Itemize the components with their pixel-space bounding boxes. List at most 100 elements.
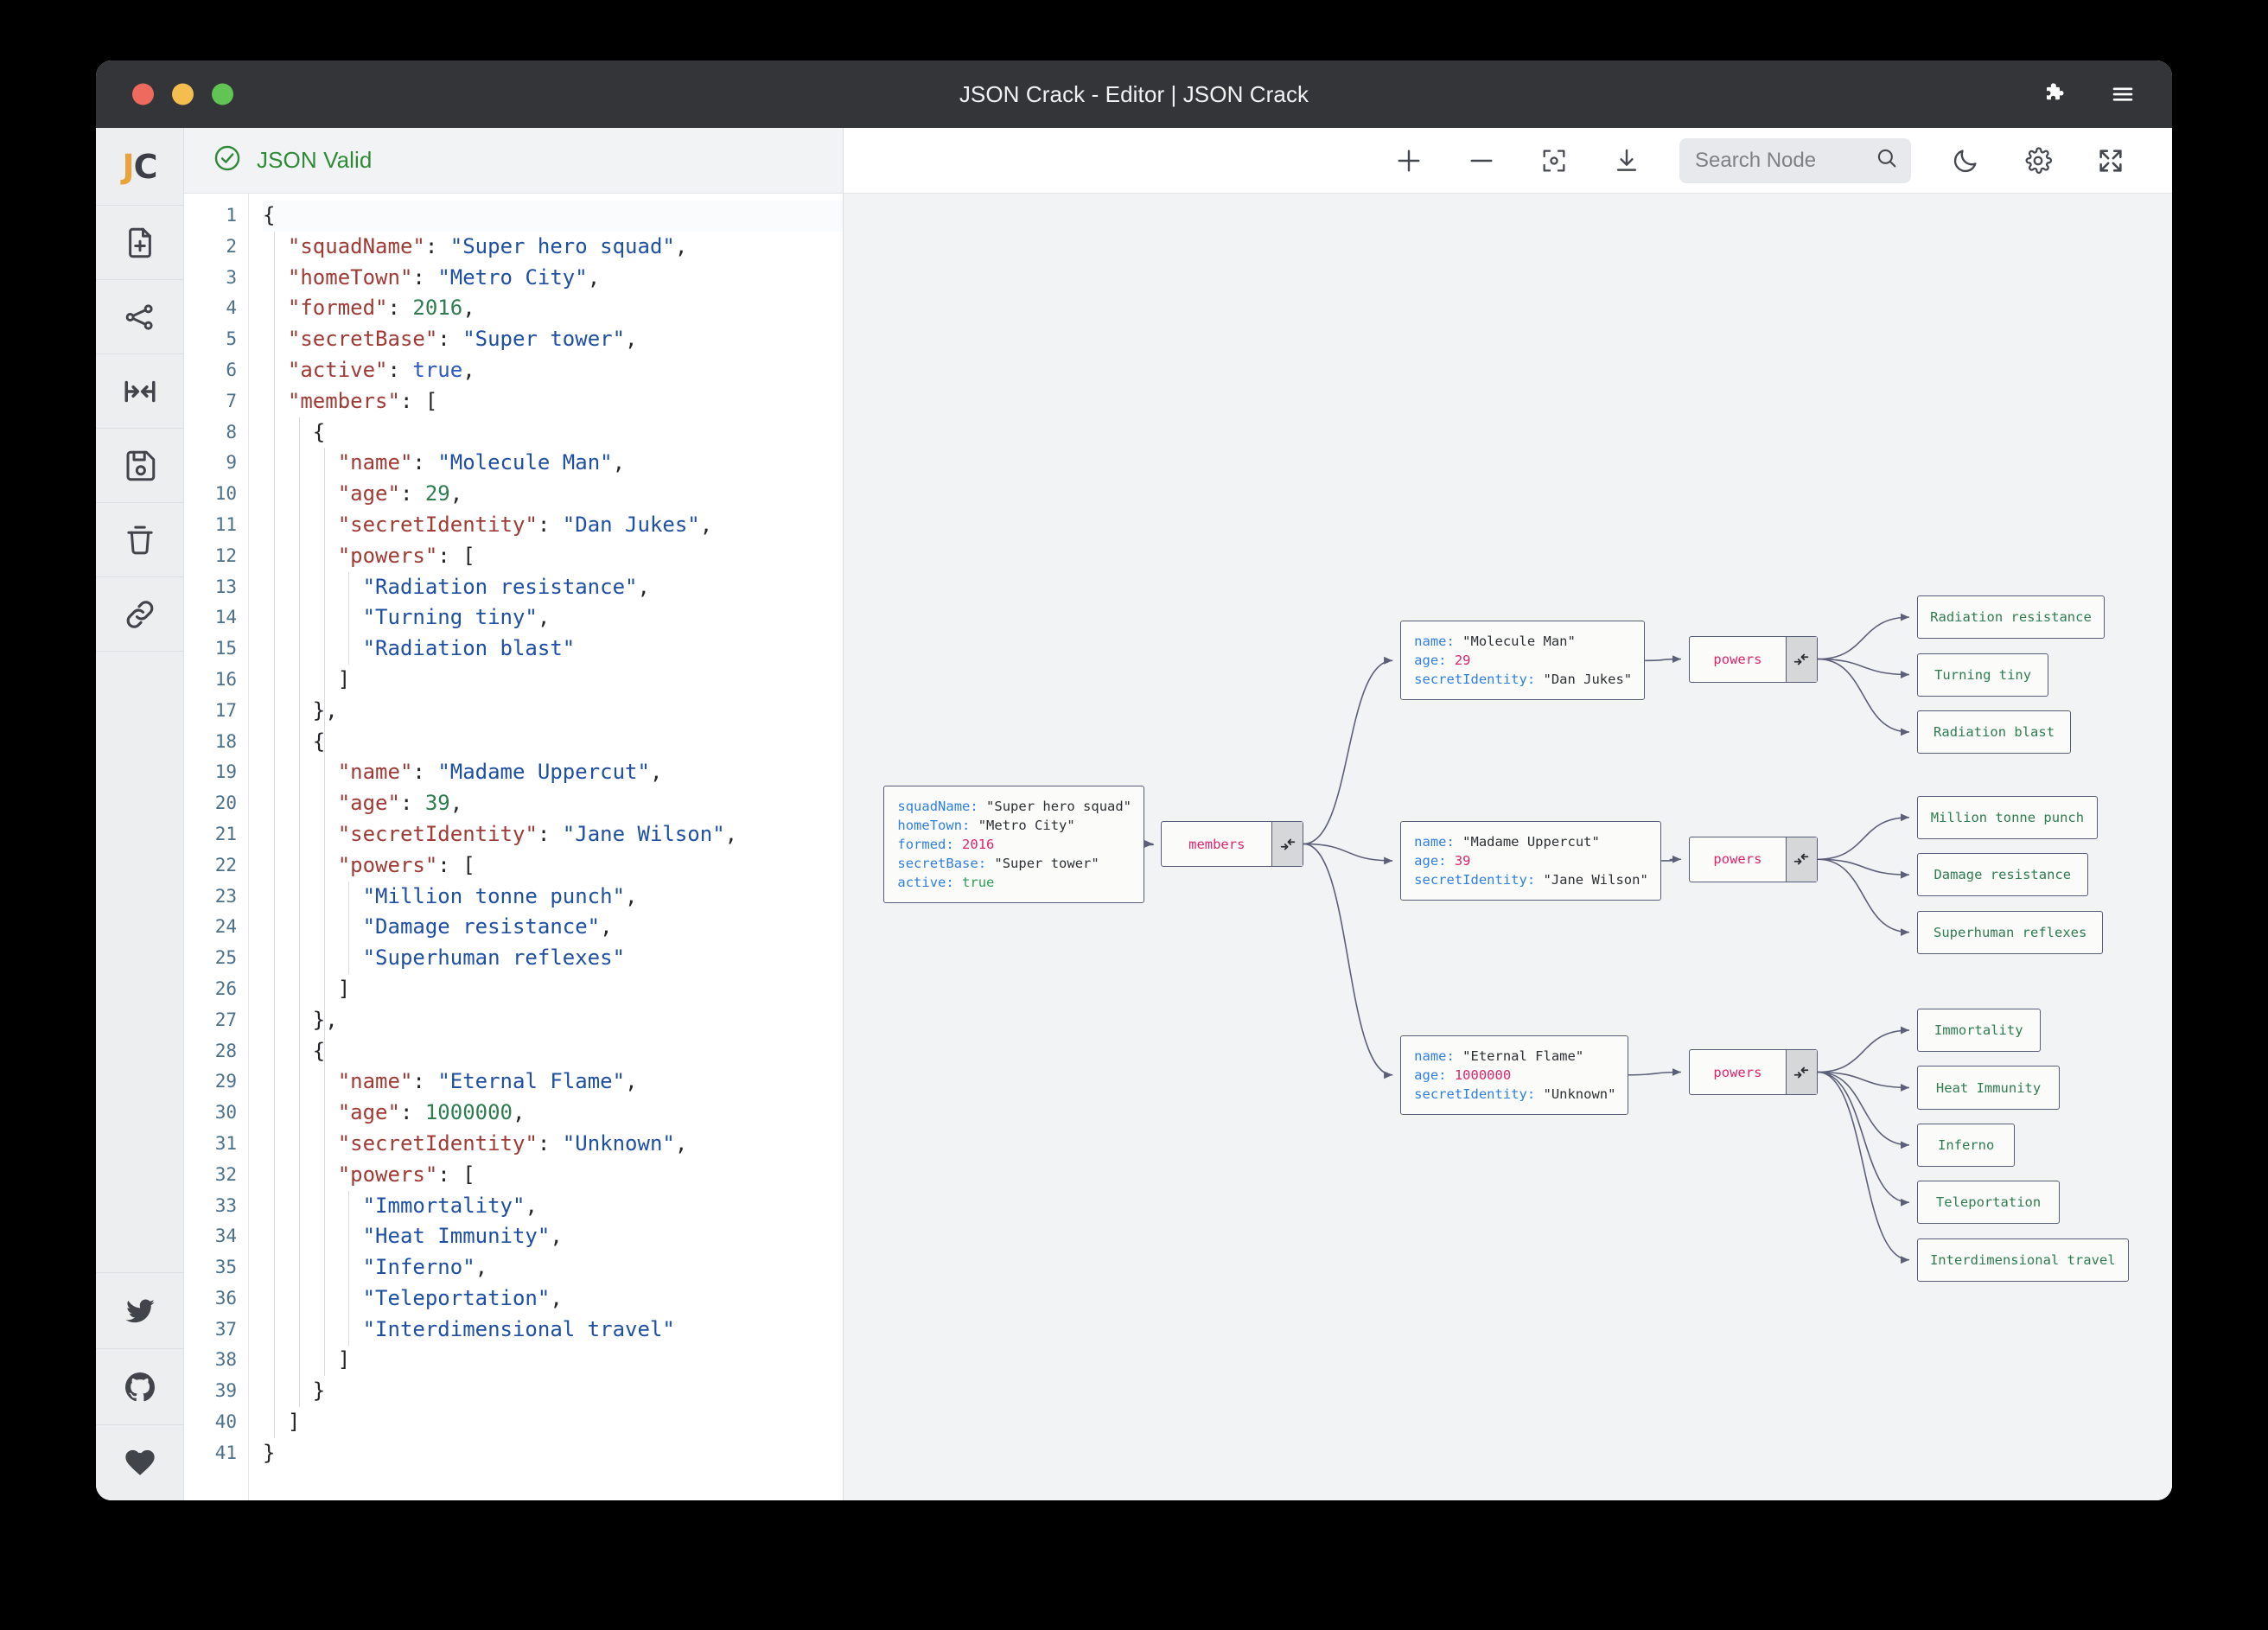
code-line: ] <box>263 1347 351 1372</box>
code-line: "Inferno", <box>362 1255 488 1280</box>
graph-leaf-node[interactable]: Million tonne punch <box>1916 795 2098 839</box>
traffic-lights <box>132 83 233 105</box>
graph-node-value: "Dan Jukes" <box>1543 672 1633 688</box>
graph-leaf-node[interactable]: Damage resistance <box>1916 853 2088 897</box>
search-input[interactable] <box>1695 148 1866 173</box>
graph-leaf-node[interactable]: Immortality <box>1916 1009 2041 1053</box>
code-line: "powers": [ <box>337 1162 475 1187</box>
graph-leaf-node[interactable]: Superhuman reflexes <box>1916 910 2104 954</box>
search-icon[interactable] <box>1875 146 1899 175</box>
collapse-node-icon[interactable] <box>1271 821 1303 867</box>
graph-node-key: age: <box>1414 852 1455 869</box>
github-icon[interactable] <box>96 1348 183 1424</box>
hamburger-menu-icon[interactable] <box>2110 81 2136 107</box>
graph-leaf-label: Teleportation <box>1935 1194 2042 1211</box>
line-number: 17 <box>214 699 237 721</box>
indent-guide <box>323 448 325 1377</box>
line-number: 25 <box>214 947 237 969</box>
line-number: 28 <box>214 1040 237 1061</box>
close-window-button[interactable] <box>132 83 154 105</box>
logo-letter-c: C <box>133 147 158 186</box>
graph-leaf-label: Radiation blast <box>1934 724 2055 741</box>
graph-leaf-label: Inferno <box>1937 1137 1995 1153</box>
graph-canvas[interactable]: squadName: "Super hero squad"homeTown: "… <box>844 194 2172 1500</box>
line-number: 5 <box>226 328 237 350</box>
graph-leaf-node[interactable]: Teleportation <box>1916 1181 2061 1225</box>
graph-parent-node[interactable]: powers <box>1688 636 1818 683</box>
graph-node-row: secretIdentity: "Jane Wilson" <box>1414 870 1648 889</box>
graph-node-key: squadName: <box>897 799 987 815</box>
center-view-icon[interactable] <box>1534 141 1574 181</box>
minimize-window-button[interactable] <box>172 83 194 105</box>
graph-node-value: 39 <box>1454 852 1471 869</box>
graph-node-row: age: 29 <box>1414 651 1632 670</box>
graph-leaf-node[interactable]: Heat Immunity <box>1916 1066 2061 1110</box>
link-icon[interactable] <box>96 577 183 652</box>
zoom-in-icon[interactable] <box>1389 141 1429 181</box>
code-line: { <box>263 201 843 232</box>
rail-spacer <box>96 652 183 1272</box>
share-graph-icon[interactable] <box>96 280 183 354</box>
graph-parent-node[interactable]: powers <box>1688 836 1818 883</box>
graph-parent-node[interactable]: members <box>1161 820 1304 868</box>
graph-node-value: "Unknown" <box>1543 1086 1616 1102</box>
graph-parent-node[interactable]: powers <box>1688 1049 1818 1096</box>
graph-node-key: name: <box>1414 833 1463 850</box>
line-number: 1 <box>226 205 237 226</box>
graph-leaf-node[interactable]: Radiation blast <box>1916 710 2072 755</box>
line-number: 40 <box>214 1411 237 1433</box>
maximize-window-button[interactable] <box>212 83 233 105</box>
collapse-node-icon[interactable] <box>1785 637 1817 682</box>
new-file-icon[interactable] <box>96 206 183 280</box>
graph-edge <box>1817 658 1909 679</box>
graph-leaf-label: Radiation resistance <box>1930 609 2092 626</box>
line-number: 29 <box>214 1071 237 1092</box>
code-line: "formed": 2016, <box>287 296 475 321</box>
code-line: "powers": [ <box>337 852 475 877</box>
zoom-out-icon[interactable] <box>1462 141 1501 181</box>
line-number: 8 <box>226 421 237 443</box>
code-line: { <box>263 1038 326 1063</box>
graph-parent-label: powers <box>1713 1064 1762 1080</box>
graph-object-node[interactable]: squadName: "Super hero squad"homeTown: "… <box>883 786 1145 904</box>
code-line: "Heat Immunity", <box>362 1224 563 1249</box>
graph-node-row: name: "Molecule Man" <box>1414 632 1632 651</box>
search-node-box[interactable] <box>1679 137 1911 183</box>
gear-icon[interactable] <box>2018 141 2058 181</box>
code-line: "name": "Madame Uppercut", <box>337 760 663 785</box>
code-content[interactable]: { "squadName": "Super hero squad", "home… <box>249 194 843 1500</box>
heart-icon[interactable] <box>96 1424 183 1500</box>
moon-icon[interactable] <box>1946 141 1985 181</box>
line-number: 23 <box>214 885 237 907</box>
code-line: "Superhuman reflexes" <box>362 946 626 971</box>
graph-edge <box>1817 658 1909 736</box>
fullscreen-icon[interactable] <box>2091 141 2131 181</box>
code-line: "Million tonne punch", <box>362 883 638 908</box>
left-sidebar: JC <box>96 128 184 1500</box>
line-number: 20 <box>214 793 237 814</box>
save-icon[interactable] <box>96 429 183 503</box>
code-line: } <box>263 1378 326 1404</box>
graph-leaf-node[interactable]: Interdimensional travel <box>1916 1238 2129 1282</box>
twitter-icon[interactable] <box>96 1272 183 1348</box>
code-line: "Damage resistance", <box>362 914 613 939</box>
graph-pane: squadName: "Super hero squad"homeTown: "… <box>844 128 2172 1500</box>
graph-leaf-node[interactable]: Radiation resistance <box>1916 595 2106 640</box>
delete-icon[interactable] <box>96 503 183 577</box>
collapse-node-icon[interactable] <box>1785 837 1817 882</box>
json-validity-text: JSON Valid <box>257 147 373 173</box>
download-icon[interactable] <box>1607 141 1647 181</box>
collapse-node-icon[interactable] <box>1785 1050 1817 1095</box>
code-line: "age": 1000000, <box>337 1100 526 1125</box>
graph-leaf-node[interactable]: Turning tiny <box>1916 653 2049 697</box>
graph-leaf-node[interactable]: Inferno <box>1916 1123 2016 1168</box>
line-number: 32 <box>214 1163 237 1185</box>
puzzle-piece-icon[interactable] <box>2042 81 2068 107</box>
graph-node-key: homeTown: <box>897 818 978 834</box>
collapse-arrows-icon[interactable] <box>96 354 183 429</box>
